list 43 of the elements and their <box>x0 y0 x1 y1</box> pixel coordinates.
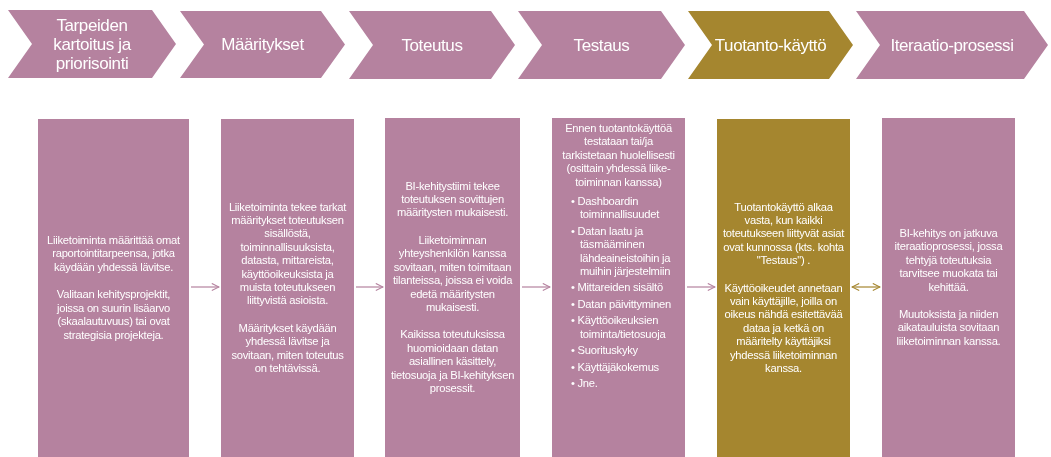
arrow <box>851 282 881 292</box>
description-text: Liiketoiminta tekee tarkat määritykset toteutuksen sisällöstä, toiminnallisuuksista, datasta, mittareista, käyttöoikeuksista ja muista toteutukseen liittyvistä asioista. <box>227 200 348 308</box>
description-text: Käyttöoikeudet annetaan vain käyttäjille, joilla on oikeus nähdä esitettävää dataa ja ketkä on määritelty käyttäjiksi yhdessä liiketoiminnan kanssa. <box>723 281 844 376</box>
bullet-item: • Datan laatu ja täsmääminen lähdeaineistoihin ja muihin järjestelmiin <box>571 224 672 279</box>
description-text: Muutoksista ja niiden aikatauluista sovitaan liiketoiminnan kanssa. <box>895 307 1002 349</box>
step-title: Testaus <box>573 35 630 55</box>
description-text: Ennen tuotantokäyttöä testataan tai/ja tarkistetaan huolellisesti (osittain yhdessä liike-toiminnan kanssa) <box>561 122 676 190</box>
chevron-step <box>349 11 515 79</box>
arrow <box>686 282 716 292</box>
description-box <box>882 118 1015 457</box>
description-text: Kaikissa toteutuksissa huomioidaan datan asiallinen käsittely, tietosuoja ja BI-kehityksen prosessit. <box>390 328 515 396</box>
step-title: Tarpeiden kartoitus ja priorisointi <box>52 15 133 73</box>
arrow <box>521 282 551 292</box>
step-title: Tuotanto-käyttö <box>714 35 827 55</box>
arrow <box>190 282 220 292</box>
description-box <box>38 119 189 457</box>
description-text: Liiketoiminnan yhteyshenkilön kanssa sovitaan, miten toimitaan tilanteissa, joissa ei voida edetä määritysten mukaisesti. <box>391 233 514 315</box>
bullet-item: • Käyttöoikeuksien toiminta/tietosuoja <box>571 314 667 342</box>
bullet-item: • Suorituskyky <box>571 344 639 358</box>
description-box <box>552 118 685 457</box>
bullet-item: • Käyttäjäkokemus <box>571 360 660 374</box>
description-text: BI-kehitys on jatkuva iteraatioprosessi, jossa tehtyjä toteutuksia tarvitsee muokata tai kehittää. <box>893 226 1004 294</box>
bullet-item: • Datan päivittyminen <box>571 297 673 312</box>
chevron-step <box>518 11 685 79</box>
bullet-item: • Mittareiden sisältö <box>571 281 664 295</box>
chevron-step <box>180 11 345 78</box>
chevron-step <box>856 11 1048 79</box>
chevron-step <box>8 10 176 78</box>
description-text: BI-kehitystiimi tekee toteutuksen sovittujen määritysten mukaisesti. <box>395 179 510 220</box>
description-text: Liiketoiminta määrittää omat raportointitarpeensa, jotka käydään yhdessä lävitse. <box>46 234 181 275</box>
description-box <box>221 119 354 457</box>
step-title: Toteutus <box>401 35 463 55</box>
description-text: Tuotantokäyttö alkaa vasta, kun kaikki toteutukseen liittyvät asiat ovat kunnossa (kts. kohta "Testaus") . <box>722 200 845 268</box>
description-text: Valitaan kehitysprojektit, joissa on suurin lisäarvo (skaalautuvuus) tai ovat strategisia projekteja. <box>55 288 172 342</box>
chevron-step <box>688 11 853 79</box>
step-title: Iteraatio-prosessi <box>890 35 1014 55</box>
description-box <box>385 118 520 457</box>
description-box <box>717 119 850 457</box>
bullet-item: • Dashboardin toiminnallisuudet <box>571 195 661 222</box>
bullet-item: • Jne. <box>571 376 599 391</box>
arrow <box>355 282 384 292</box>
description-text: Määritykset käydään yhdessä lävitse ja sovitaan, miten toteutus on tehtävissä. <box>230 321 345 376</box>
step-title: Määritykset <box>221 35 304 54</box>
